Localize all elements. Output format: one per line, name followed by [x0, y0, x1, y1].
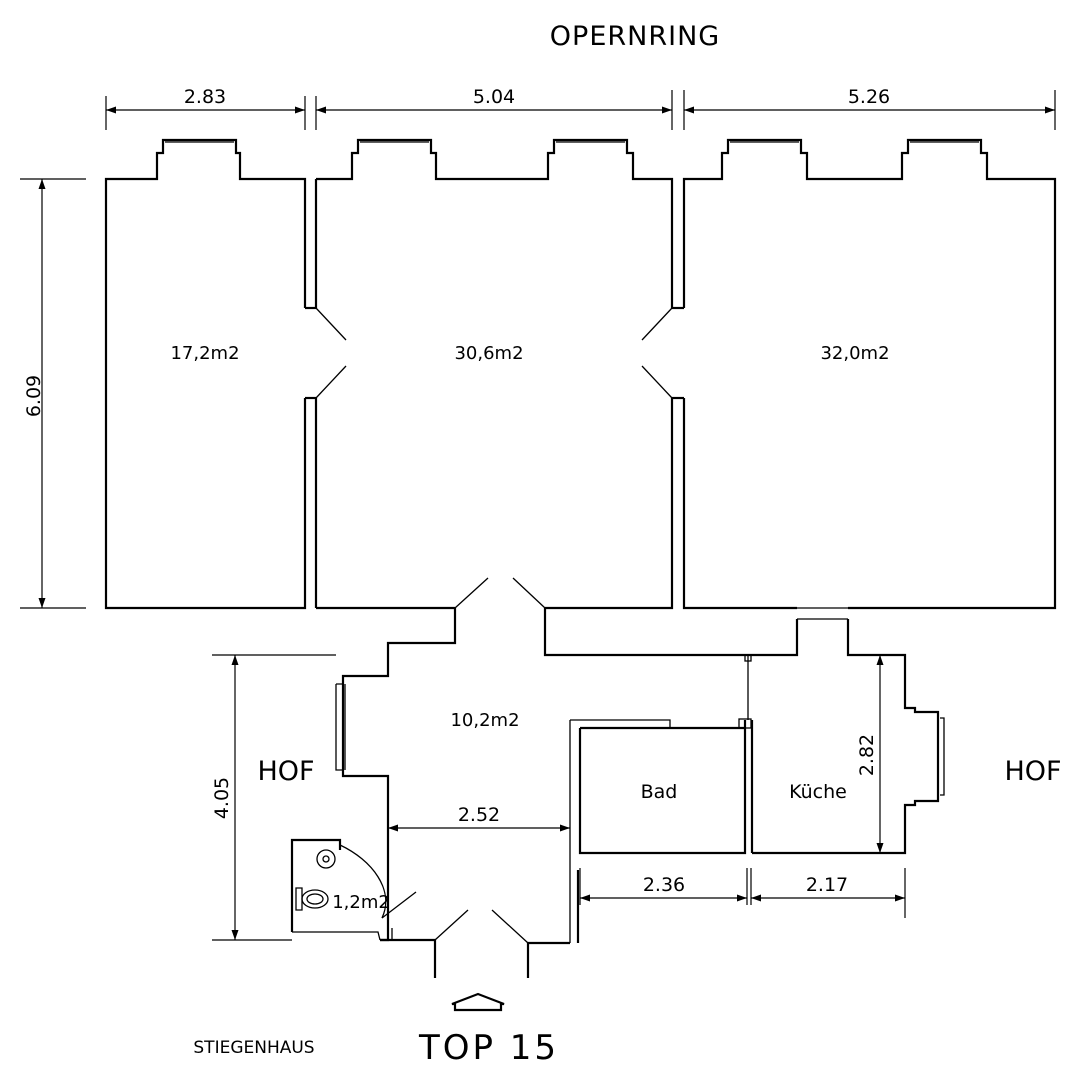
dim-left-height: 6.09 [20, 178, 86, 609]
dim-top-right: 5.26 [683, 86, 1056, 130]
dim-lower-left-height-label: 4.05 [211, 777, 233, 819]
staircase-label: STIEGENHAUS [193, 1038, 314, 1058]
dim-kueche-width: 2.17 [750, 868, 906, 918]
dim-top-middle-label: 5.04 [473, 86, 515, 108]
sink-icon [316, 849, 336, 869]
toilet-icon [295, 887, 303, 911]
hall [335, 577, 945, 978]
room-middle-area: 30,6m2 [454, 343, 523, 364]
bad-label: Bad [641, 781, 678, 803]
room-right [682, 138, 1057, 620]
dim-bad-width-label: 2.36 [643, 874, 685, 896]
entrance-arrow-icon [451, 992, 505, 1012]
dim-bad-width: 2.36 [579, 868, 748, 905]
hof-right-label: HOF [1004, 756, 1061, 787]
dim-top-left: 2.83 [105, 86, 306, 130]
room-left [104, 138, 347, 610]
kueche-label: Küche [789, 781, 847, 803]
street-label: OPERNRING [550, 21, 720, 52]
dim-top-right-label: 5.26 [848, 86, 890, 108]
room-left-area: 17,2m2 [170, 343, 239, 364]
room-right-area: 32,0m2 [820, 343, 889, 364]
wc-area: 1,2m2 [332, 892, 390, 913]
dim-top-left-label: 2.83 [184, 86, 226, 108]
dim-top-middle: 5.04 [315, 86, 673, 130]
dim-corridor-width: 2.52 [388, 804, 570, 832]
unit-label: TOP 15 [418, 1028, 559, 1068]
dim-kitchen-height-label: 2.82 [856, 734, 878, 776]
dim-kitchen-height: 2.82 [856, 655, 884, 853]
hall-area: 10,2m2 [450, 710, 519, 731]
dim-left-height-label: 6.09 [23, 375, 45, 417]
dim-lower-left-height: 4.05 [211, 654, 336, 941]
hof-left-label: HOF [257, 756, 314, 787]
dim-corridor-width-label: 2.52 [458, 804, 500, 826]
wc [290, 838, 417, 941]
room-middle [316, 138, 684, 610]
entrance [380, 909, 529, 978]
dim-kueche-width-label: 2.17 [806, 874, 848, 896]
